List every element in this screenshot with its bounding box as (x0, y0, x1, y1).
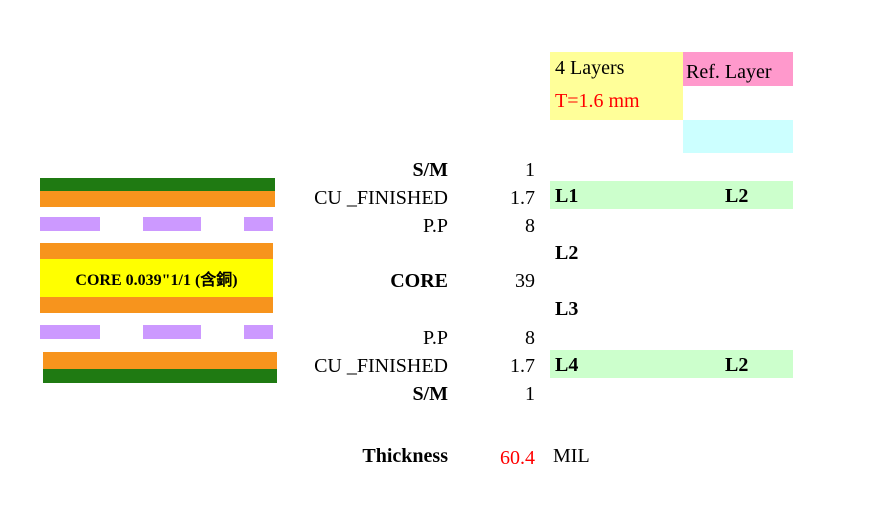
row-value-solder-mask-bottom: 1 (525, 383, 535, 405)
prepreg-top-segment-2 (143, 217, 201, 231)
thickness-label: Thickness (362, 445, 448, 467)
prepreg-top-segment-1 (40, 217, 100, 231)
row-value-prepreg-top: 8 (525, 215, 535, 237)
core-label: CORE 0.039"1/1 (含銅) (75, 272, 238, 289)
row-label-solder-mask-top: S/M (412, 159, 448, 181)
layer-l2-label: L2 (555, 242, 579, 264)
row-label-core: CORE (390, 270, 448, 292)
thickness-value: 60.4 (500, 447, 535, 469)
row-label-prepreg-top: P.P (422, 215, 448, 237)
prepreg-bottom-segment-1 (40, 325, 100, 339)
layer-count: 4 Layers (555, 57, 625, 79)
row-value-solder-mask-top: 1 (525, 159, 535, 181)
layer-l4-label: L4 (555, 354, 579, 376)
solder-mask-top (40, 178, 275, 191)
layer-l1-ref: L2 (725, 185, 749, 207)
ref-layer-label: Ref. Layer (686, 61, 772, 83)
thickness-spec: T=1.6 mm (555, 90, 640, 112)
layer-l3-label: L3 (555, 298, 579, 320)
row-value-core: 39 (515, 270, 535, 292)
ref-layer-blank-cell (683, 120, 793, 153)
layer-l4-ref: L2 (725, 354, 749, 376)
row-label-prepreg-bottom: P.P (422, 327, 448, 349)
row-label-cu-finished-top: CU _FINISHED (314, 187, 448, 209)
thickness-unit: MIL (553, 445, 590, 467)
prepreg-bottom-segment-3 (244, 325, 273, 339)
row-value-cu-finished-bottom: 1.7 (510, 355, 535, 377)
row-label-solder-mask-bottom: S/M (412, 383, 448, 405)
prepreg-bottom-segment-2 (143, 325, 201, 339)
copper-inner-bottom (40, 297, 273, 313)
layer-l1-label: L1 (555, 185, 579, 207)
row-label-cu-finished-bottom: CU _FINISHED (314, 355, 448, 377)
row-value-cu-finished-top: 1.7 (510, 187, 535, 209)
core (40, 259, 273, 297)
prepreg-top-segment-3 (244, 217, 273, 231)
layer-row-l1: L1 L2 (550, 181, 793, 209)
solder-mask-bottom (43, 369, 277, 383)
copper-top (40, 191, 275, 207)
copper-inner-top (40, 243, 273, 259)
layers-header: 4 Layers T=1.6 mm (550, 52, 683, 120)
layer-row-l4: L4 L2 (550, 350, 793, 378)
ref-layer-header: Ref. Layer (683, 52, 793, 86)
row-value-prepreg-bottom: 8 (525, 327, 535, 349)
copper-bottom (43, 352, 277, 369)
